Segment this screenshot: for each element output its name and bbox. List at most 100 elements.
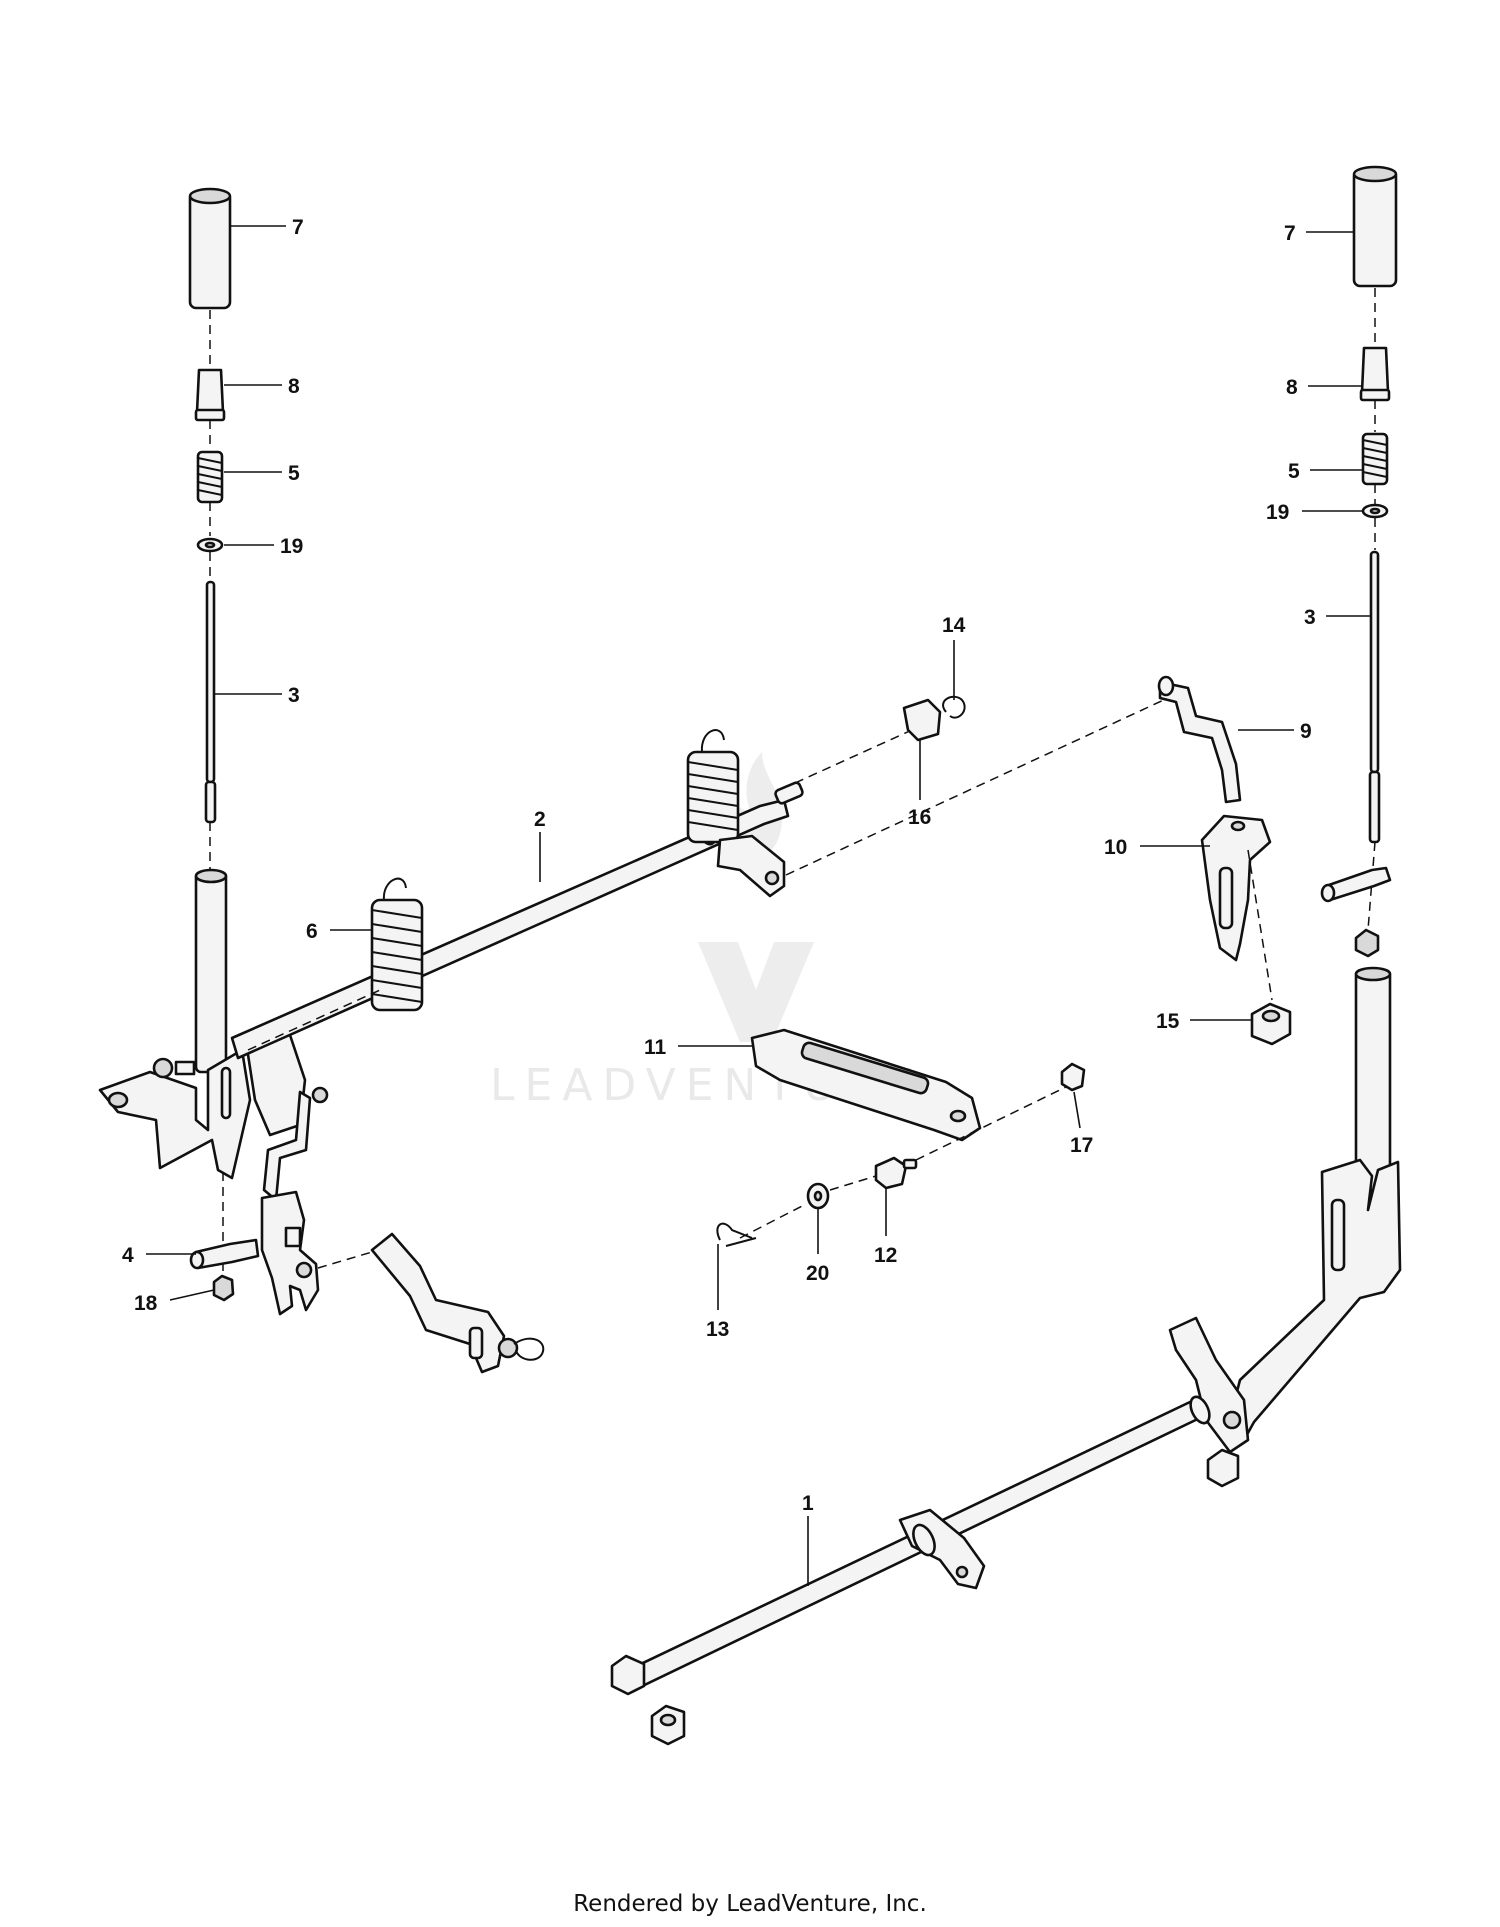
nut-15-hole (1261, 1009, 1281, 1023)
shaft-1-collar-mid (912, 1523, 936, 1557)
callout-5-left: 5 (288, 462, 300, 485)
callout-6: 6 (306, 920, 318, 943)
arm-nut (497, 1337, 519, 1359)
callout-18: 18 (134, 1292, 158, 1315)
nut-right-small (1354, 928, 1380, 958)
pivot-spacer (284, 1226, 302, 1248)
callout-19-right: 19 (1266, 501, 1289, 524)
callout-15: 15 (1156, 1010, 1180, 1033)
rod-3-right-tip (1368, 770, 1381, 844)
callout-4: 4 (122, 1244, 134, 1267)
dash-link-11 (915, 1085, 1069, 1161)
bracket-slot (220, 1066, 232, 1120)
v-logo-watermark-icon (698, 942, 814, 1042)
spring-6 (370, 877, 424, 1012)
washer-19-left-hole (204, 541, 216, 549)
dash-to-15 (1247, 849, 1273, 1001)
right-arm (1168, 1316, 1250, 1454)
grip-7-left-top (188, 187, 232, 205)
pivot-bolt (295, 1261, 313, 1279)
left-arm (370, 1232, 506, 1374)
cross-pin-right (1324, 866, 1392, 902)
callout-11: 11 (644, 1036, 667, 1059)
washer-19-right-hole (1369, 507, 1381, 515)
callout-1: 1 (802, 1492, 814, 1515)
right-linkage (1157, 675, 1292, 1046)
right-lever-tube-top (1354, 966, 1392, 982)
callout-17: 17 (1070, 1134, 1093, 1157)
bracket-bolt (174, 1060, 196, 1076)
bushing-16 (902, 698, 942, 742)
spring-5-left (196, 450, 224, 504)
bushing-8-left-base (194, 408, 226, 422)
dash-20 (829, 1175, 877, 1191)
callout-8-left: 8 (288, 375, 300, 398)
shaft-1-end-nut-hole (659, 1713, 677, 1727)
grip-7-right (1352, 168, 1398, 288)
axis-left-7 (317, 1251, 373, 1269)
link-11-slot (800, 1041, 930, 1095)
dash-to-16 (794, 729, 913, 784)
stud-12-shank (902, 1158, 918, 1170)
bracket-10 (1200, 814, 1272, 962)
rod-3-left (205, 580, 216, 784)
dash-13 (739, 1203, 807, 1239)
bushing-16-clip-14 (902, 695, 966, 742)
shaft-1-bracket-hole (955, 1565, 969, 1579)
callout-12: 12 (874, 1244, 897, 1267)
right-arm-bolt (1222, 1410, 1242, 1430)
right-bracket-slot (1330, 1198, 1346, 1272)
shaft-1-end-cap (610, 1654, 646, 1696)
clip-14 (942, 695, 966, 719)
bushing-8-left (195, 368, 225, 414)
left-lever-tube-top (194, 868, 228, 884)
callout-20: 20 (806, 1262, 829, 1285)
dash-to-9 (785, 697, 1169, 876)
rod-3-left-tip (204, 780, 217, 824)
shaft-bracket-hole (764, 870, 780, 886)
left-bracket (98, 1048, 252, 1180)
callout-16: 16 (908, 806, 931, 829)
washer-20-hole (813, 1190, 823, 1202)
left-handle-assembly (98, 187, 545, 1374)
shaft-dash-1 (247, 989, 381, 1051)
right-bracket (1226, 1158, 1402, 1442)
spring-6-right (686, 729, 740, 844)
plate-bolt (311, 1086, 329, 1104)
bushing-8-right (1360, 346, 1390, 394)
nut-17 (1060, 1062, 1086, 1092)
callout-10: 10 (1104, 836, 1127, 859)
left-pivot-bracket (260, 1190, 320, 1316)
nut-18 (212, 1274, 235, 1302)
stud-12 (874, 1156, 908, 1190)
arm-slot (468, 1326, 484, 1360)
callout-2: 2 (534, 808, 546, 831)
bracket-nut (152, 1057, 174, 1079)
bushing-8-right-base (1359, 388, 1391, 402)
shaft-1-collar-right (1189, 1395, 1211, 1425)
link-11-hole (949, 1109, 967, 1123)
hairpin-13 (716, 1222, 757, 1247)
grip-7-right-top (1352, 165, 1398, 183)
callout-9: 9 (1300, 720, 1312, 743)
pin-4 (194, 1238, 260, 1270)
rod-3-right (1369, 550, 1380, 774)
callout-19-left: 19 (280, 535, 303, 558)
link-11-hardware (716, 1028, 1086, 1247)
right-lever-tube (1354, 968, 1392, 1192)
callout-labels: 7 8 5 19 3 2 6 4 18 14 16 9 10 15 11 17 … (122, 216, 1316, 1515)
arm-clip (513, 1337, 545, 1361)
bracket-10-slot (1218, 866, 1234, 930)
callout-14: 14 (942, 614, 966, 637)
left-lever-tube (194, 870, 228, 1074)
link-rod-9-end (1157, 675, 1175, 697)
footer-credit: Rendered by LeadVenture, Inc. (573, 1891, 927, 1917)
right-nut (1206, 1448, 1240, 1488)
shaft-2-assembly (230, 697, 1169, 1060)
callout-5-right: 5 (1288, 460, 1300, 483)
bracket-10-hole (1230, 820, 1246, 832)
callout-3-left: 3 (288, 684, 300, 707)
leader-lines (146, 225, 1372, 1586)
shaft-2-end (774, 781, 804, 805)
